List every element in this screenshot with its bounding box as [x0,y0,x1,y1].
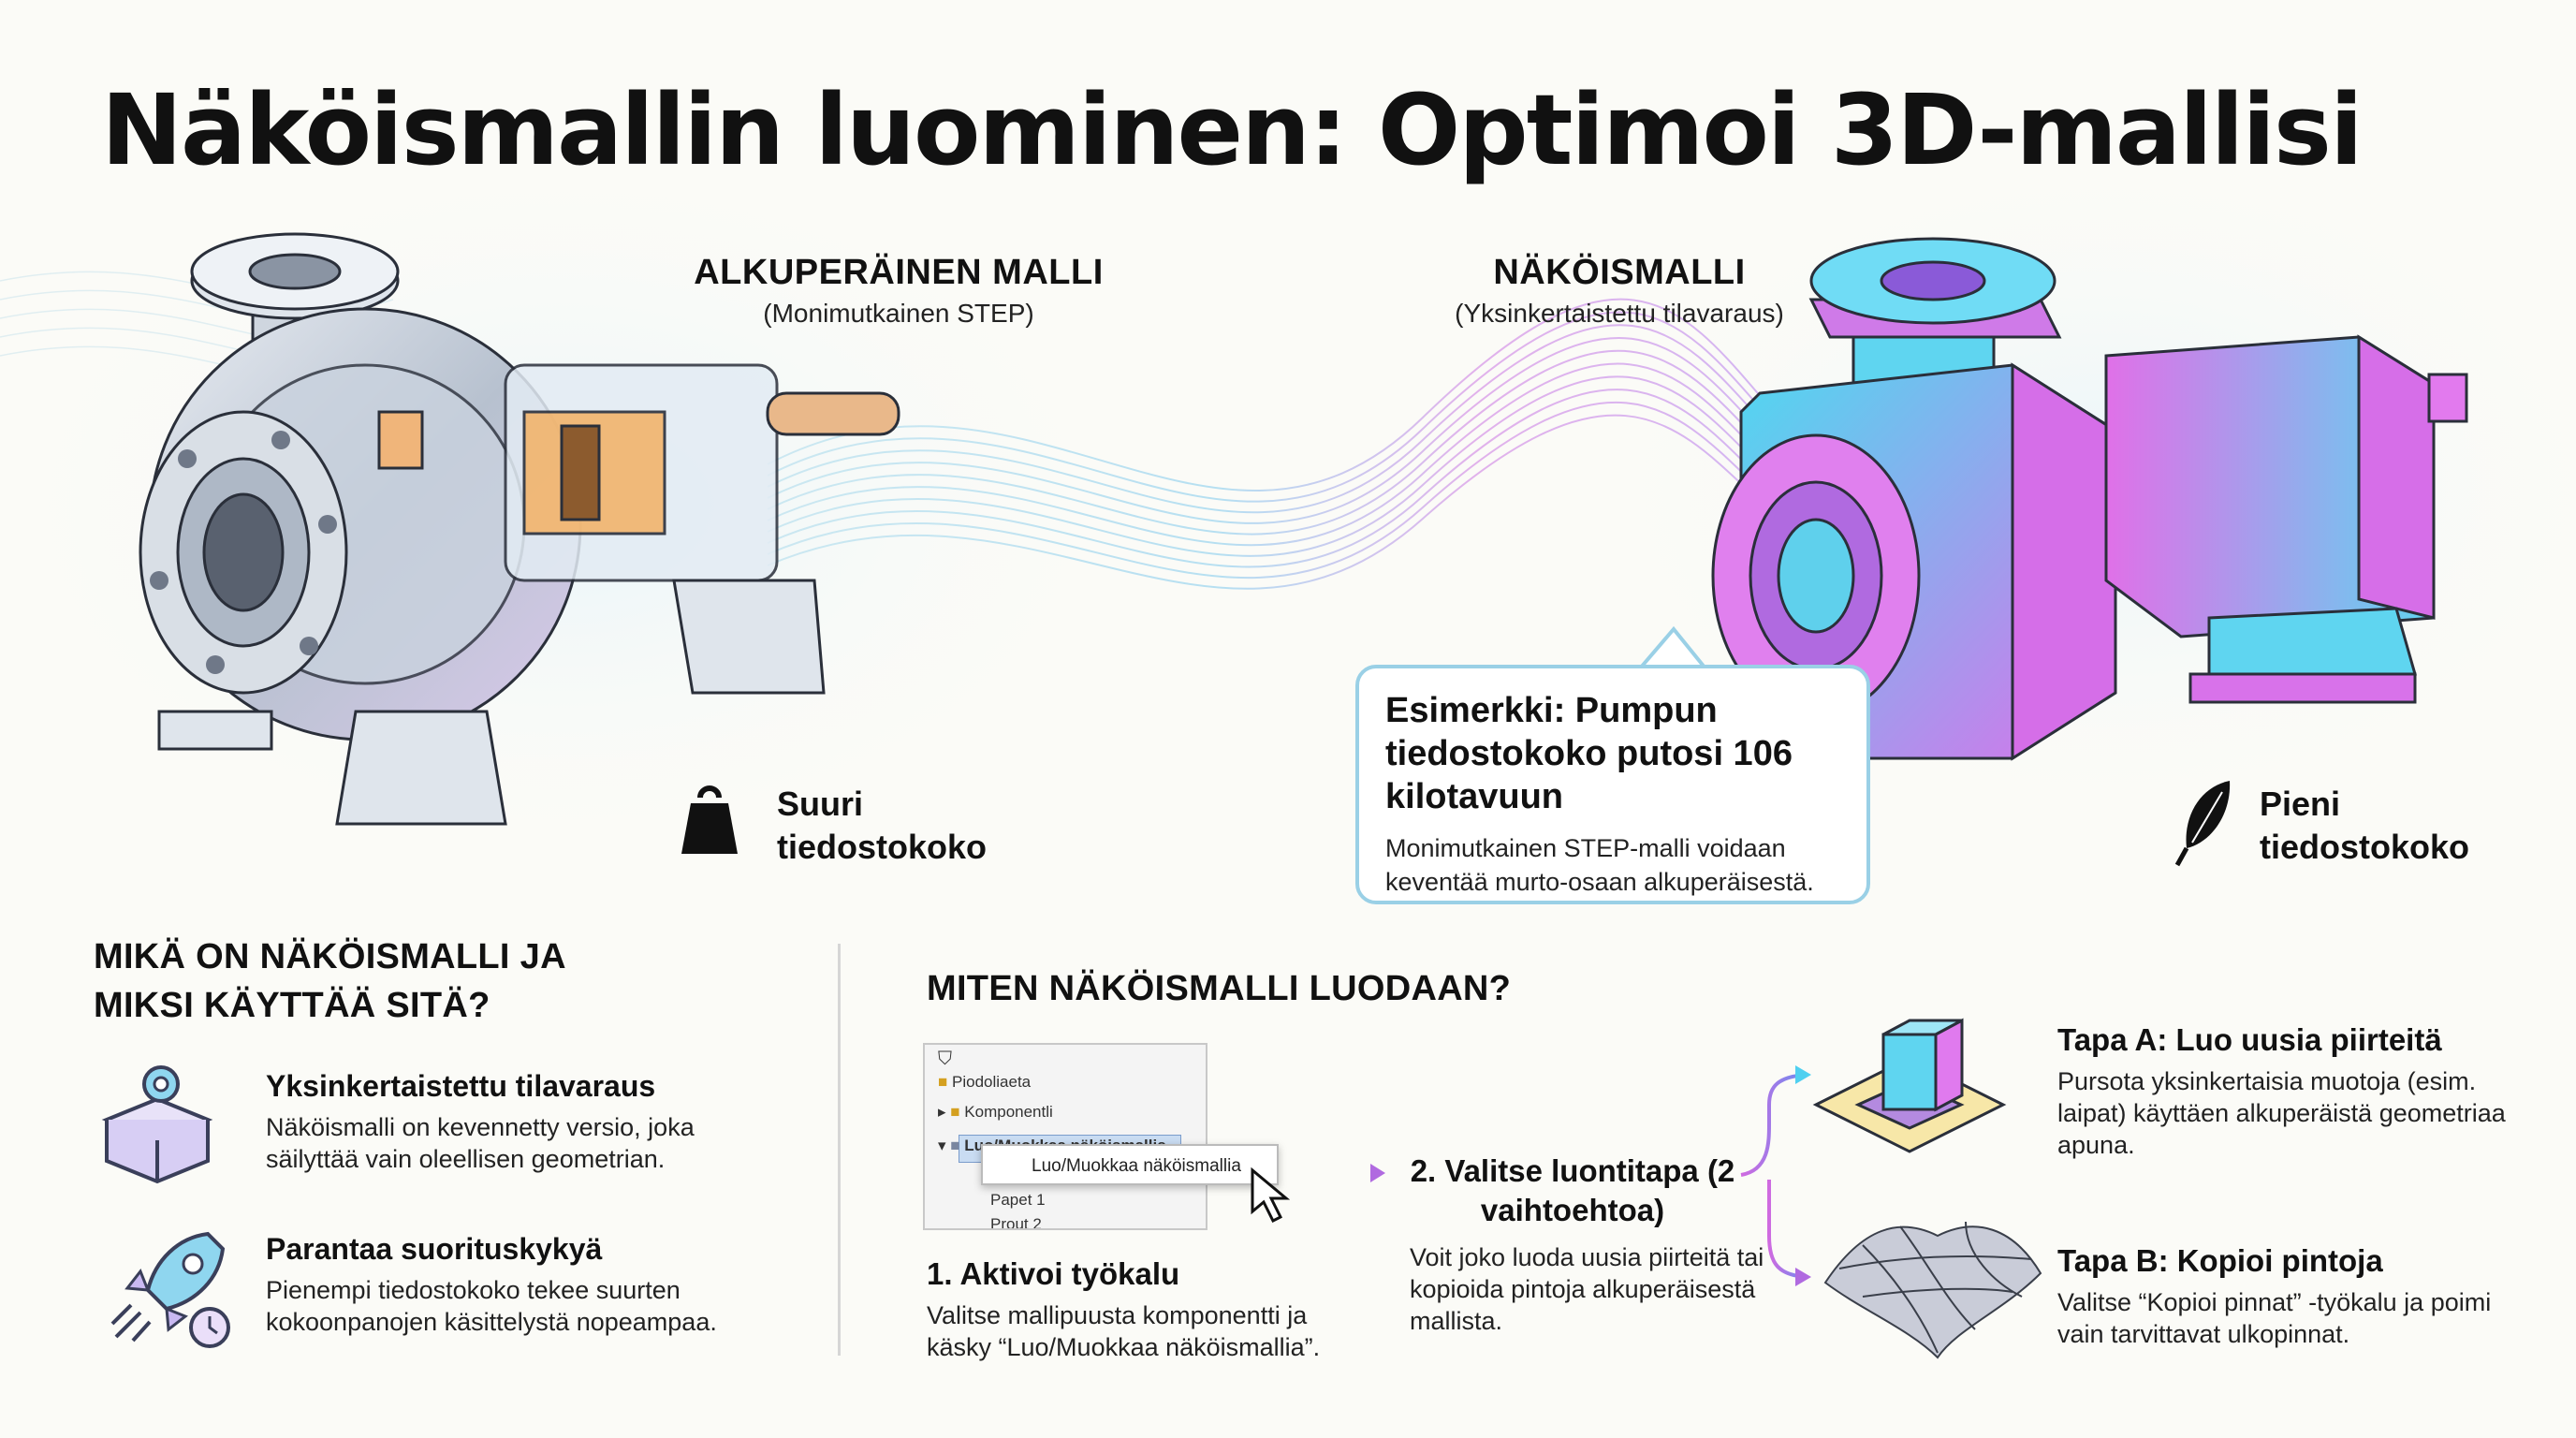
example-callout: Esimerkki: Pumpun tiedostokoko putosi 10… [1355,665,1870,904]
simplified-model-label: NÄKÖISMALLI (Yksinkertaistettu tilavarau… [1395,253,1844,329]
tree-item-components[interactable]: ▸ ■ Komponentli [938,1103,1053,1121]
step-1: 1. Aktivoi työkalu Valitse mallipuusta k… [927,1256,1367,1363]
filter-icon[interactable]: ⛉ [938,1049,952,1069]
simplified-sublabel: (Yksinkertaistettu tilavaraus) [1455,299,1784,328]
tree-subitem-1[interactable]: Papet 1 [990,1191,1046,1209]
how-section-heading: MITEN NÄKÖISMALLI LUODAAN? [927,969,1512,1008]
cursor-icon [1251,1167,1291,1224]
original-sublabel: (Monimutkainen STEP) [763,299,1034,328]
extrude-illustration [1812,1018,2007,1153]
large-file-size-label: Suuri tiedostokoko [777,785,988,866]
feature-performance-desc: Pienempi tiedostokoko tekee suurten koko… [266,1276,717,1336]
original-model-label: ALKUPERÄINEN MALLI (Monimutkainen STEP) [674,253,1123,329]
step-2-desc: Voit joko luoda uusia piirteitä tai kopi… [1410,1243,1764,1335]
tree-root-label: Piodoliaeta [952,1073,1032,1091]
step-1-title: 1. Aktivoi työkalu [927,1256,1180,1291]
feature-simplified: Yksinkertaistettu tilavaraus Näköismalli… [266,1069,790,1175]
callout-body: Monimutkainen STEP-malli voidaan keventä… [1385,834,1814,896]
rocket-icon [110,1231,230,1348]
feature-simplified-title: Yksinkertaistettu tilavaraus [266,1069,656,1103]
feature-performance-title: Parantaa suorituskykyä [266,1232,603,1266]
option-b: Tapa B: Kopioi pintoja Valitse “Kopioi p… [2057,1243,2544,1350]
feather-icon [2174,781,2231,867]
feature-simplified-desc: Näköismalli on kevennetty versio, joka s… [266,1113,695,1173]
option-b-desc: Valitse “Kopioi pinnat” -työkalu ja poim… [2057,1288,2492,1348]
step-2-title: 2. Valitse luontitapa (2 vaihtoehtoa) [1410,1153,1735,1227]
surface-illustration [1823,1221,2042,1359]
option-b-title: Tapa B: Kopioi pintoja [2057,1243,2383,1278]
feature-performance: Parantaa suorituskykyä Pienempi tiedosto… [266,1232,790,1338]
tree-root[interactable]: ■ Piodoliaeta [938,1073,1032,1091]
callout-pointer [1638,625,1707,670]
option-a-desc: Pursota yksinkertaisia muotoja (esim. la… [2057,1067,2506,1159]
small-file-size-label: Pieni tiedostokoko [2260,785,2470,866]
option-a: Tapa A: Luo uusia piirteitä Pursota yksi… [2057,1022,2544,1161]
context-menu-create-envelope[interactable]: Luo/Muokkaa näköismallia [981,1144,1279,1185]
what-section-heading: MIKÄ ON NÄKÖISMALLI JA MIKSI KÄYTTÄÄ SIT… [94,937,565,1025]
original-label: ALKUPERÄINEN MALLI [694,253,1104,292]
option-a-title: Tapa A: Luo uusia piirteitä [2057,1022,2442,1057]
tree-item-components-label: Komponentli [964,1103,1053,1121]
callout-heading: Esimerkki: Pumpun tiedostokoko putosi 10… [1385,691,1793,816]
original-pump-illustration [139,232,900,826]
simplified-pump-illustration [1711,237,2468,761]
tree-subitem-2[interactable]: Prout 2 [990,1215,1042,1230]
weight-icon [681,785,738,854]
step-1-desc: Valitse mallipuusta komponentti ja käsky… [927,1301,1321,1361]
section-divider [838,944,841,1356]
simplified-label: NÄKÖISMALLI [1493,253,1746,292]
box-gear-icon [101,1065,213,1184]
model-tree-panel: ⛉ ■ Piodoliaeta ▸ ■ Komponentli ▾ ■ Luo/… [923,1043,1208,1230]
page-title: Näköismallin luominen: Optimoi 3D-mallis… [101,73,2364,187]
